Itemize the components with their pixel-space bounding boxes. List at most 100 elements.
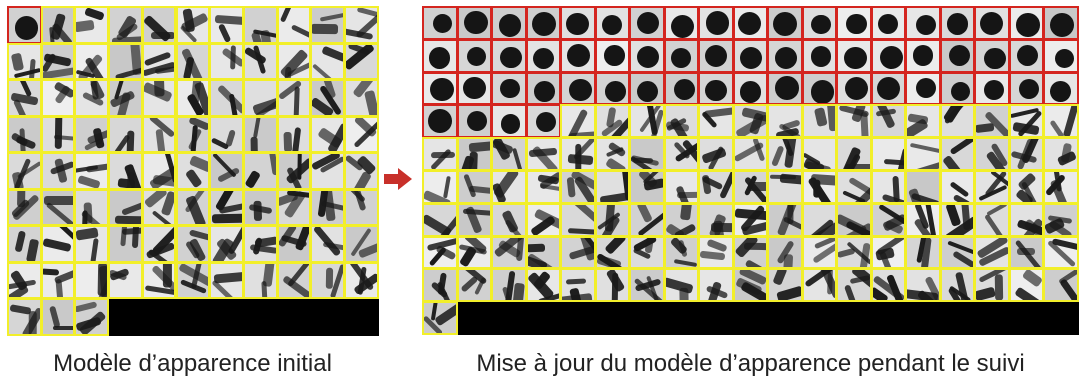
patch-tile [905,137,941,171]
patch-tile [209,225,244,263]
patch-texture [443,175,452,199]
patch-texture [636,46,659,69]
patch-tile [108,6,143,44]
patch-tile [344,152,379,190]
patch-texture [163,263,172,288]
patch-texture [566,177,576,199]
patch-texture [463,76,487,100]
patch-tile [1043,104,1079,139]
patch-texture [910,143,939,154]
patch-texture [500,114,521,134]
initial-model-caption: Modèle d’apparence initial [53,350,332,377]
patch-texture [986,204,1008,217]
patch-tile [698,235,734,270]
patch-texture [844,46,867,70]
patch-tile [560,268,596,303]
patch-texture [975,286,996,301]
patch-tile [344,261,379,299]
patch-tile [276,152,312,190]
patch-texture [567,228,594,235]
patch-tile [141,152,177,190]
patch-texture [428,109,453,133]
patch-tile [629,235,665,270]
patch-tile [141,115,177,153]
patch-tile [732,202,768,237]
patch-texture [946,13,968,35]
selected-patch-tile [767,38,803,73]
patch-tile [767,202,803,237]
patch-tile [974,137,1010,171]
patch-tile [560,202,596,237]
patch-tile [7,42,42,80]
patch-tile [801,268,837,303]
patch-texture [42,238,72,253]
selected-patch-tile [422,71,458,106]
patch-tile [594,104,630,139]
patch-texture [1050,13,1075,38]
patch-texture [533,47,555,69]
patch-tile [209,261,244,299]
patch-tile [560,235,596,270]
patch-tile [663,268,699,303]
patch-texture [671,47,692,68]
patch-tile [108,79,143,117]
patch-tile [422,170,458,204]
patch-tile [698,202,734,237]
patch-tile [629,170,665,204]
selected-patch-tile [698,6,734,40]
patch-tile [870,202,906,237]
patch-tile [629,104,665,139]
patch-tile [939,268,975,303]
patch-tile [974,104,1010,139]
selected-patch-tile [698,71,734,106]
patch-tile [242,188,278,226]
patch-tile [175,115,211,153]
patch-texture [744,242,767,250]
patch-tile [74,188,110,226]
patch-texture [915,77,937,99]
patch-texture [907,113,929,125]
patch-tile [525,202,561,237]
patch-texture [705,79,727,102]
patch-texture [945,204,962,227]
selected-patch-tile [456,104,492,139]
selected-patch-tile [594,71,630,106]
patch-tile [74,79,110,117]
patch-texture [636,204,653,224]
patch-tile [209,6,244,44]
patch-tile [7,79,42,117]
initial-appearance-model-grid [7,6,379,336]
patch-texture [312,63,336,79]
patch-tile [40,42,76,80]
patch-texture [1054,48,1074,68]
patch-texture [312,226,342,257]
patch-texture [1062,106,1077,137]
patch-tile [242,115,278,153]
patch-texture [1017,45,1039,67]
patch-texture [150,32,175,39]
patch-texture [279,7,295,24]
patch-texture [1018,78,1040,99]
updated-appearance-model-grid [422,6,1079,335]
patch-texture [428,46,451,69]
patch-tile [456,170,492,204]
selected-patch-tile [525,6,561,40]
patch-tile [698,170,734,204]
selected-patch-tile [491,71,527,106]
selected-patch-tile [594,38,630,73]
patch-tile [422,301,458,335]
patch-tile [175,225,211,263]
patch-tile [276,79,312,117]
patch-tile [310,79,345,117]
patch-texture [500,78,520,99]
patch-tile [698,137,734,171]
patch-tile [767,104,803,139]
patch-texture [739,81,761,103]
selected-patch-tile [456,6,492,40]
patch-texture [244,169,261,188]
patch-texture [776,285,801,301]
patch-tile [40,298,76,336]
patch-tile [836,170,872,204]
patch-texture [994,274,1004,301]
patch-tile [422,137,458,171]
